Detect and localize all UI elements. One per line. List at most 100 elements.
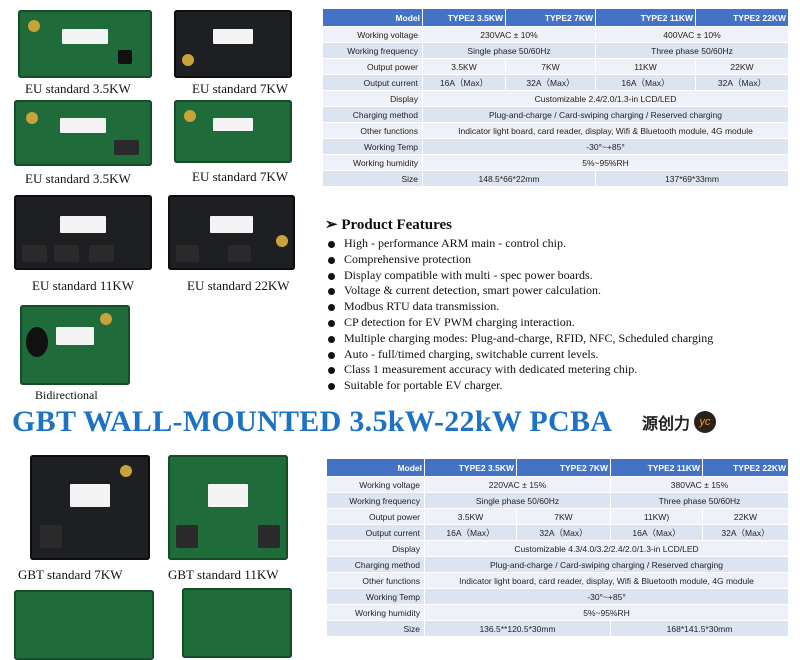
feature-item: CP detection for EV PWM charging interac… [325, 315, 713, 331]
pcb-photo [182, 588, 292, 658]
feature-item: Multiple charging modes: Plug-and-charge… [325, 331, 713, 347]
cell: 5%~95%RH [422, 154, 789, 171]
pcb-photo-eu-3-5kw [18, 10, 152, 78]
row-label: Size [322, 170, 423, 187]
pcb-photo-eu-3-5kw [14, 100, 152, 166]
pcb-photo-eu-22kw [168, 195, 295, 270]
cell: 32A（Max） [695, 74, 789, 91]
cell: 137*69*33mm [595, 170, 789, 187]
row-label: Other functions [326, 572, 425, 589]
feature-item: Voltage & current detection, smart power… [325, 283, 713, 299]
cell: 11KW) [610, 508, 703, 525]
caption: EU standard 7KW [192, 81, 289, 96]
cell: 7KW [516, 508, 611, 525]
pcb-photo-eu-11kw [14, 195, 152, 270]
feature-item: Comprehensive protection [325, 252, 713, 268]
feature-item: Class 1 measurement accuracy with dedica… [325, 362, 713, 378]
cell: 16A（Max） [422, 74, 506, 91]
feature-item: Suitable for portable EV charger. [325, 378, 713, 394]
table-row: Working Temp-30°~+85° [326, 588, 789, 605]
cell: 5%~95%RH [424, 604, 789, 621]
cell: 16A（Max） [610, 524, 703, 541]
cell: Indicator light board, card reader, disp… [422, 122, 789, 139]
cell: 22KW [695, 58, 789, 75]
caption: EU standard 22KW [187, 278, 290, 293]
header-cell: TYPE2 22KW [695, 8, 789, 27]
cell: 11KW [595, 58, 696, 75]
row-label: Working humidity [322, 154, 423, 171]
pcb-photo-gbt-11kw [168, 455, 288, 560]
row-label: Output current [322, 74, 423, 91]
cell: Indicator light board, card reader, disp… [424, 572, 789, 589]
caption: GBT standard 11KW [168, 567, 279, 582]
row-label: Display [326, 540, 425, 557]
cell: 32A（Max） [702, 524, 789, 541]
cell: 7KW [505, 58, 596, 75]
row-label: Working humidity [326, 604, 425, 621]
cell: Plug-and-charge / Card-swiping charging … [424, 556, 789, 573]
header-cell: TYPE2 7KW [516, 458, 611, 477]
row-label: Working Temp [326, 588, 425, 605]
features-title: ➢ Product Features [325, 215, 713, 234]
logo-mark-icon: yc [694, 411, 717, 433]
cell: 168*141.5*30mm [610, 620, 789, 637]
row-label: Working voltage [326, 476, 425, 493]
header-cell: Model [322, 8, 423, 27]
gbt-section-title: GBT WALL-MOUNTED 3.5kW-22kW PCBA [12, 405, 613, 438]
header-cell: TYPE2 3.5KW [422, 8, 506, 27]
cell: Plug-and-charge / Card-swiping charging … [422, 106, 789, 123]
pcb-photo-bidirectional [20, 305, 130, 385]
cell: 220VAC ± 15% [424, 476, 611, 493]
row-label: Working frequency [326, 492, 425, 509]
cell: Three phase 50/60Hz [610, 492, 789, 509]
pcb-photo-gbt-7kw [30, 455, 150, 560]
row-label: Output current [326, 524, 425, 541]
caption: EU standard 11KW [32, 278, 135, 293]
cell: 400VAC ± 10% [595, 26, 789, 43]
header-cell: TYPE2 3.5KW [424, 458, 517, 477]
header-cell: Model [326, 458, 425, 477]
caption: EU standard 7KW [192, 169, 289, 184]
caption: GBT standard 7KW [18, 567, 123, 582]
cell: 3.5KW [422, 58, 506, 75]
caption: EU standard 3.5KW [25, 81, 131, 96]
pcb-photo-eu-7kw [174, 100, 292, 163]
caption: EU standard 3.5KW [25, 171, 131, 186]
row-label: Output power [322, 58, 423, 75]
cell: 32A（Max） [505, 74, 596, 91]
product-features: ➢ Product Features High - performance AR… [325, 215, 713, 394]
caption: Bidirectional [35, 388, 98, 402]
row-label: Size [326, 620, 425, 637]
cell: Single phase 50/60Hz [422, 42, 596, 59]
pcb-photo [14, 590, 154, 660]
row-label: Charging method [326, 556, 425, 573]
cell: 230VAC ± 10% [422, 26, 596, 43]
header-cell: TYPE2 11KW [595, 8, 696, 27]
cell: 16A（Max） [595, 74, 696, 91]
arrow-icon: ➢ [325, 217, 342, 233]
cell: 3.5KW [424, 508, 517, 525]
feature-item: High - performance ARM main - control ch… [325, 236, 713, 252]
cell: -30°~+85° [424, 588, 789, 605]
logo-text: 源创力 [642, 414, 691, 433]
row-label: Display [322, 90, 423, 107]
